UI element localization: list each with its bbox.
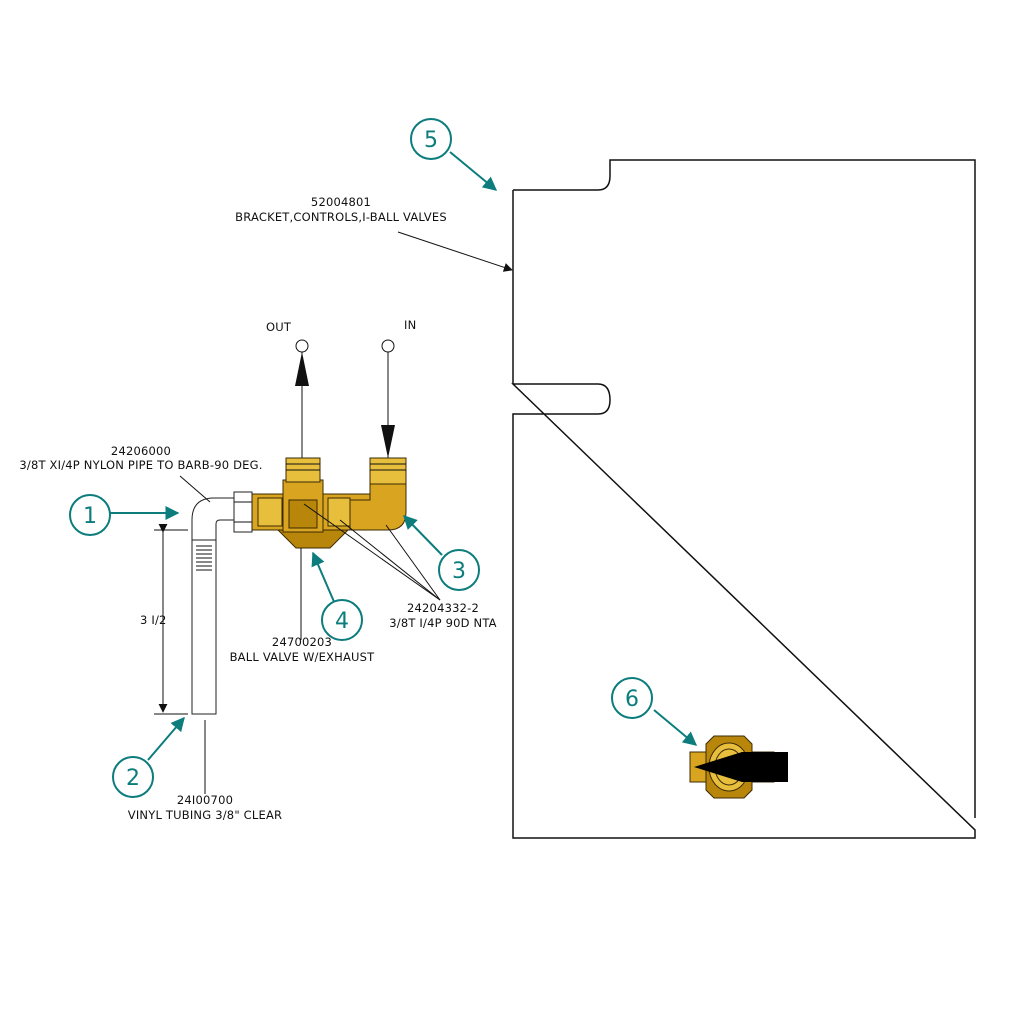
tubing-part-number: 24I00700 — [177, 793, 233, 807]
in-label: IN — [404, 318, 416, 332]
elbow-part-number: 24206000 — [111, 444, 171, 458]
svg-text:3: 3 — [452, 559, 466, 584]
valve-part-number: 24700203 — [272, 635, 332, 649]
callout-6: 6 — [611, 677, 653, 719]
fitting-part-number: 24204332-2 — [407, 601, 479, 615]
svg-text:5: 5 — [424, 128, 438, 153]
elbow-description: 3/8T XI/4P NYLON PIPE TO BARB-90 DEG. — [19, 458, 262, 472]
nylon-elbow — [191, 497, 235, 541]
dimension-label: 3 I/2 — [140, 613, 167, 627]
bracket-ball-valve — [689, 735, 788, 799]
callout-2: 2 — [112, 756, 154, 798]
callout-5: 5 — [410, 118, 452, 160]
svg-text:2: 2 — [126, 766, 140, 791]
bracket-outline — [511, 159, 976, 839]
out-label: OUT — [266, 320, 292, 334]
callout-3: 3 — [438, 549, 480, 591]
svg-text:4: 4 — [335, 609, 349, 634]
valve-description: BALL VALVE W/EXHAUST — [230, 650, 376, 664]
tubing-description: VINYL TUBING 3/8" CLEAR — [128, 808, 282, 822]
in-port — [381, 339, 395, 458]
barb-threads — [196, 545, 212, 571]
callout-1: 1 — [69, 494, 111, 536]
dimension-line — [154, 523, 188, 715]
bracket-description: BRACKET,CONTROLS,I-BALL VALVES — [235, 210, 447, 224]
vinyl-tubing — [191, 539, 217, 715]
out-port — [295, 339, 309, 462]
fitting-description: 3/8T I/4P 90D NTA — [389, 616, 497, 630]
callout-4: 4 — [321, 599, 363, 641]
bracket-part-number: 52004801 — [311, 195, 371, 209]
svg-text:6: 6 — [625, 687, 639, 712]
elbow-fitting-nta — [349, 457, 407, 531]
svg-text:1: 1 — [83, 504, 97, 529]
